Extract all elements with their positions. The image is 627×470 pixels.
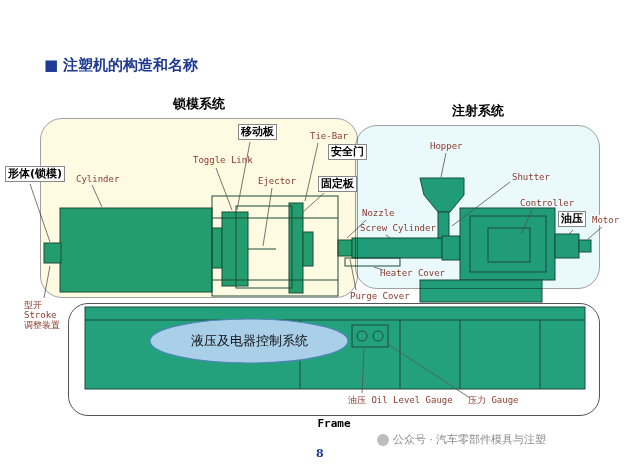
page-title: ■ 注塑机的构造和名称 <box>44 56 198 75</box>
region-heading: 锁模系统 <box>41 95 357 113</box>
part-label-cn: 安全门 <box>328 144 367 160</box>
watermark-icon <box>377 434 389 446</box>
control-ellipse: 液压及电器控制系统 <box>149 318 349 364</box>
machine-outline <box>85 320 585 321</box>
part-label: Ejector <box>258 176 296 186</box>
machine-body <box>352 325 388 347</box>
part-label: Cylinder <box>76 174 119 184</box>
part-label: 型开 Stroke 调整装置 <box>24 300 64 330</box>
part-label: Purge Cover <box>350 291 410 301</box>
part-label: Hopper <box>430 141 463 151</box>
part-label: Shutter <box>512 172 550 182</box>
part-label: Tie-Bar <box>310 131 348 141</box>
machine-outline <box>357 331 367 341</box>
part-label: Toggle Link <box>193 155 253 165</box>
system-region: 锁模系统 <box>40 118 358 298</box>
frame-outline: Frame液压及电器控制系统 <box>68 303 600 416</box>
part-label-cn: 形体(锁模) <box>5 166 65 182</box>
watermark: 公众号 · 汽车零部件模具与注塑 <box>393 433 547 447</box>
leader-line <box>362 349 364 393</box>
machine-outline <box>540 320 541 389</box>
machine-outline <box>400 320 401 389</box>
part-label-cn: 油压 <box>558 211 586 227</box>
page-number: 8 <box>316 447 324 460</box>
part-label-cn: 移动板 <box>238 124 277 140</box>
part-label: Motor <box>591 215 620 225</box>
part-label-cn: 固定板 <box>318 176 357 192</box>
ellipse-label: 液压及电器控制系统 <box>191 333 308 349</box>
region-heading: Frame <box>69 417 599 431</box>
part-label: Heater Cover <box>380 268 445 278</box>
part-label: Controller <box>520 198 574 208</box>
leader-line <box>386 343 470 398</box>
part-label: 压力 Gauge <box>468 395 519 405</box>
system-region: 注射系统 <box>355 125 600 289</box>
part-label: 油压 Oil Level Gauge <box>348 395 453 405</box>
ellipse-outline <box>150 319 348 363</box>
machine-outline <box>460 320 461 389</box>
watermark-icon <box>377 434 389 446</box>
part-label: Nozzle <box>362 208 395 218</box>
part-label: Screw Cylinder <box>360 223 436 233</box>
machine-outline <box>373 331 383 341</box>
region-heading: 注射系统 <box>356 102 599 120</box>
machine-body <box>85 307 585 389</box>
